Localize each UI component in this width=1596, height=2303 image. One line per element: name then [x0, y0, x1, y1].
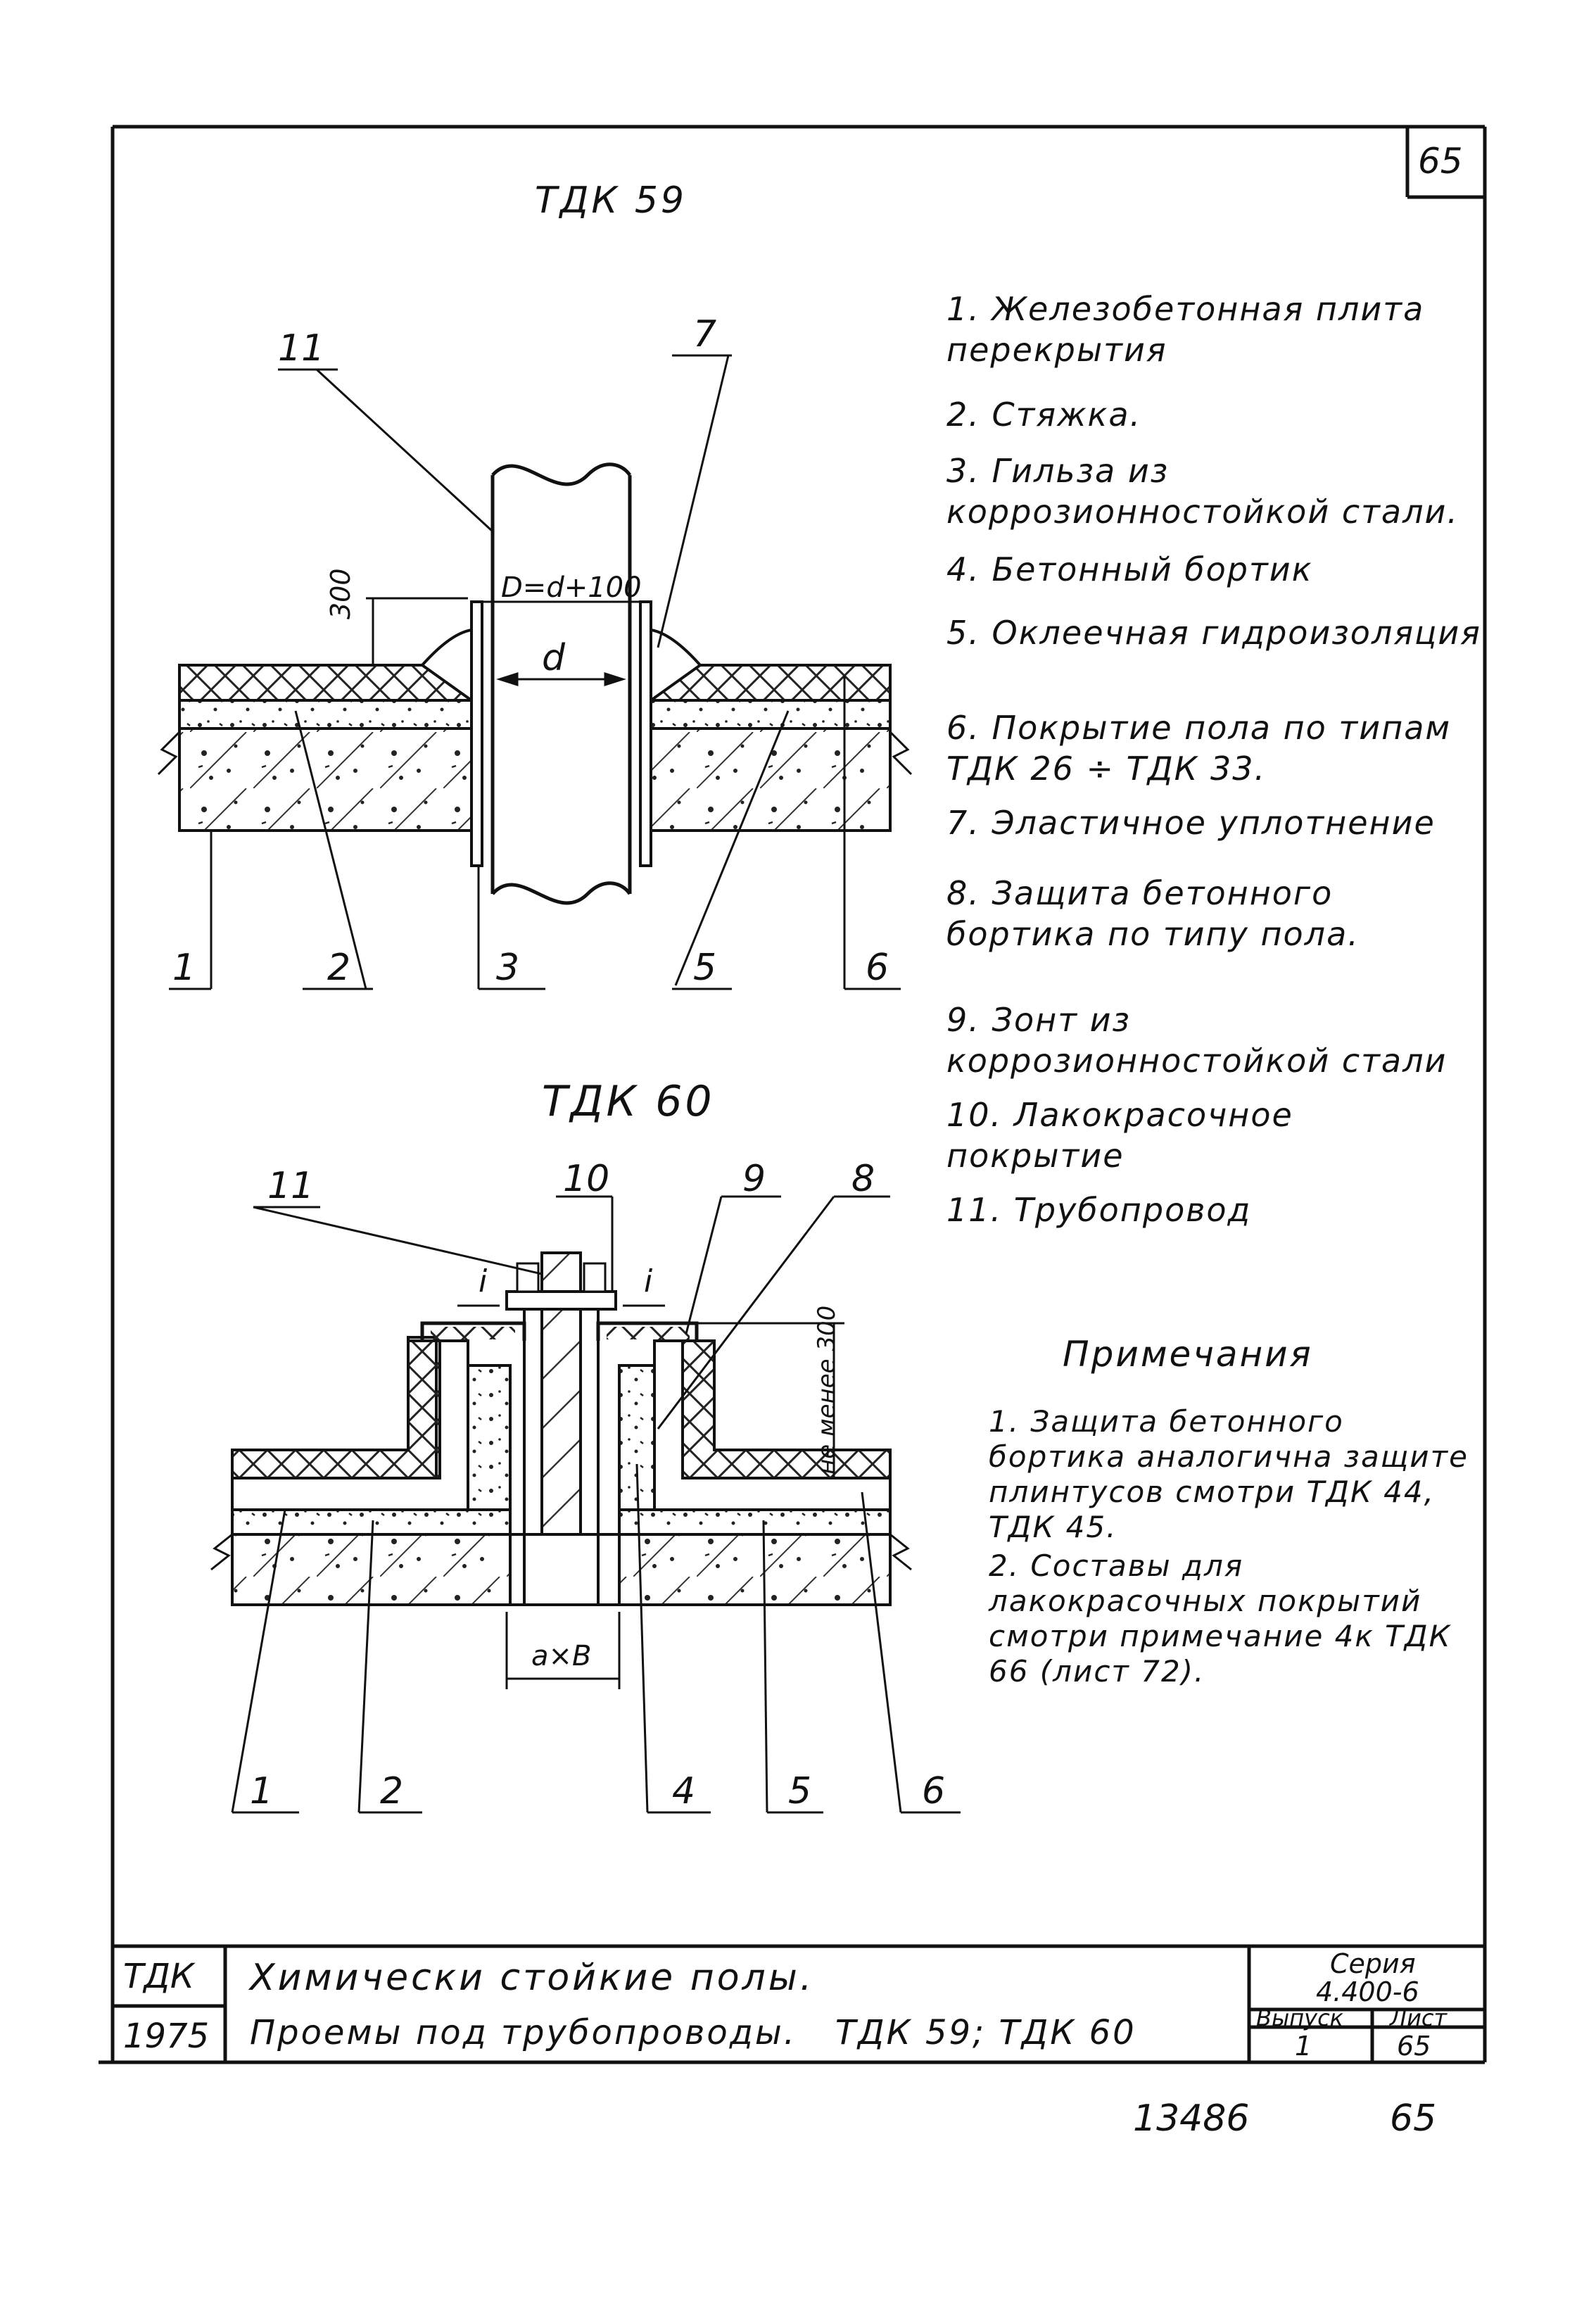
issue-label: Выпуск	[1256, 2005, 1343, 2031]
legend-item: 10. Лакокрасочное покрытие	[946, 1096, 1293, 1175]
sheet-frame	[99, 125, 1487, 2064]
tdk59-dim-pipe: d	[542, 637, 566, 679]
legend-item: 4. Бетонный бортик	[946, 550, 1313, 588]
tdk59-callout-5: 5	[693, 947, 717, 989]
tdk59-sleeve-right	[639, 600, 652, 867]
tdk60-gap-right: i	[644, 1263, 653, 1299]
legend-item: 11. Трубопровод	[946, 1191, 1252, 1229]
tdk60-dim-width: a×B	[531, 1640, 592, 1672]
sheet-label: Лист	[1390, 2005, 1448, 2031]
tdk59-callout-11: 11	[278, 327, 325, 370]
legend-item: 7. Эластичное уплотнение	[946, 804, 1436, 842]
tdk59-callout-2: 2	[327, 947, 351, 989]
legend-item: 2. Стяжка.	[946, 396, 1142, 434]
tdk59-sleeve-left	[470, 600, 483, 867]
tdk59-slab-right	[650, 727, 892, 832]
tdk60-callout-2: 2	[380, 1770, 404, 1812]
tdk59-screed-left	[178, 699, 473, 730]
detail-tdk60-drawing	[210, 1195, 961, 1814]
legend-item: 1. Железобетонная плита перекрытия	[946, 290, 1425, 369]
tdk59-sealant-right	[650, 628, 702, 703]
bottom-left-number: 13486	[1133, 2097, 1250, 2140]
tdk59-callout-7: 7	[693, 313, 717, 355]
legend-item: 9. Зонт из коррозионностойкой стали	[946, 1001, 1448, 1080]
note-item: 2. Составы для лакокрасочных покрытий см…	[989, 1548, 1452, 1689]
series-label: Серия	[1330, 1948, 1416, 1979]
tdk60-callout-8: 8	[851, 1158, 875, 1200]
tdk59-sealant-left	[420, 628, 473, 703]
detail-title-tdk59: ТДК 59	[535, 179, 688, 222]
tdk60-gap-left: i	[479, 1263, 488, 1299]
tdk60-slab-right	[618, 1533, 892, 1606]
title-block-line1: Химически стойкие полы.	[250, 1957, 815, 1999]
legend-item: 8. Защита бетонного бортика по типу пола…	[946, 874, 1360, 953]
tdk60-screed-right	[618, 1508, 892, 1536]
notes-title: Примечания	[1063, 1334, 1313, 1375]
tdk60-floor-right	[681, 1339, 892, 1479]
bottom-right-number: 65	[1390, 2097, 1437, 2140]
tdk59-callout-6: 6	[866, 947, 889, 989]
tdk59-screed-right	[650, 699, 892, 730]
tdk60-callout-4: 4	[672, 1770, 696, 1812]
legend-item: 5. Оклеечная гидроизоляция	[946, 614, 1481, 652]
legend-item: 3. Гильза из коррозионностойкой стали.	[946, 452, 1459, 531]
note-item: 1. Защита бетонного бортика аналогична з…	[989, 1404, 1469, 1544]
page-number: 65	[1418, 141, 1463, 182]
series-value: 4.400-6	[1316, 1976, 1419, 2007]
title-block-year: 1975	[123, 2017, 210, 2056]
tdk59-callout-1: 1	[172, 947, 196, 989]
tdk60-screed-left	[231, 1508, 512, 1536]
tdk60-dim-height: не менее 300	[813, 1305, 841, 1475]
sheet-value: 65	[1397, 2031, 1431, 2062]
tdk60-callout-11: 11	[267, 1165, 315, 1207]
tdk59-callout-3: 3	[496, 947, 520, 989]
detail-tdk59-drawing	[157, 354, 913, 990]
tdk60-callout-10: 10	[563, 1158, 610, 1200]
tdk60-callout-6: 6	[922, 1770, 946, 1812]
tdk59-dim-sleeve: D=d+100	[501, 572, 642, 604]
tdk59-dim-300: 300	[325, 568, 356, 619]
title-block-line2: Проемы под трубопроводы. ТДК 59; ТДК 60	[250, 2013, 1136, 2052]
tdk60-callout-1: 1	[250, 1770, 274, 1812]
issue-value: 1	[1295, 2031, 1312, 2062]
tdk60-callout-9: 9	[742, 1158, 766, 1200]
tdk59-slab-left	[178, 727, 473, 832]
title-block-frame	[113, 1944, 1485, 2062]
detail-title-tdk60: ТДК 60	[542, 1077, 715, 1126]
title-block-code: ТДК	[123, 1957, 194, 1996]
legend-item: 6. Покрытие пола по типам ТДК 26 ÷ ТДК 3…	[946, 709, 1452, 788]
tdk60-callout-5: 5	[788, 1770, 812, 1812]
tdk60-curb-left	[467, 1364, 512, 1511]
